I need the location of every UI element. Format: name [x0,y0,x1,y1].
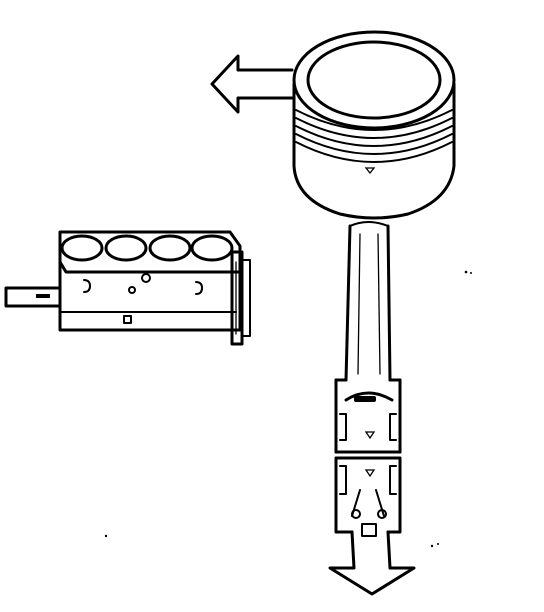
scan-specks [104,270,472,548]
piston [292,30,456,220]
cylinder-bore-2 [104,234,148,262]
down-arrow [328,530,416,596]
cylinder-bore-3 [148,234,192,262]
left-arrow [210,54,294,114]
connecting-rod [334,221,402,454]
cylinder-bore-4 [190,234,234,262]
cylinder-block [4,230,251,346]
rod-cap [334,456,402,537]
cylinder-bore-1 [60,234,104,262]
